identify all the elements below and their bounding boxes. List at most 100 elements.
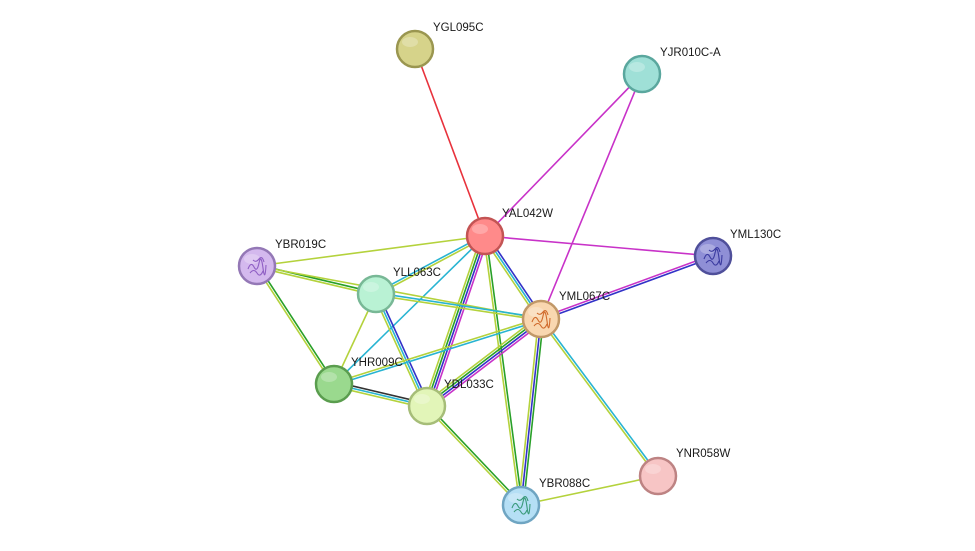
node-circle[interactable] xyxy=(395,29,435,69)
edge-evidence-line xyxy=(256,235,486,267)
edge-ybr019c-yhr009c[interactable] xyxy=(255,264,336,386)
node-ydl033c[interactable]: YDL033C xyxy=(407,379,494,426)
edge-evidence-line xyxy=(255,266,334,386)
edge-yml067c-ynr058w[interactable] xyxy=(539,317,660,478)
edge-evidence-line xyxy=(424,315,540,404)
node-circle[interactable] xyxy=(521,299,561,339)
node-gloss xyxy=(414,394,430,404)
edge-ydl033c-ybr088c[interactable] xyxy=(425,404,523,507)
node-label: YGL095C xyxy=(433,22,484,34)
node-ygl095c[interactable]: YGL095C xyxy=(395,22,484,69)
edge-yjr010c-a-yml067c[interactable] xyxy=(540,73,643,320)
edge-evidence-line xyxy=(425,406,521,507)
node-ybr019c[interactable]: YBR019C xyxy=(237,239,326,286)
node-ynr058w[interactable]: YNR058W xyxy=(638,448,730,496)
edge-evidence-line xyxy=(427,404,523,505)
node-yml067c[interactable]: YML067C xyxy=(521,291,610,339)
edge-evidence-line xyxy=(540,73,643,320)
node-label: YBR088C xyxy=(539,478,590,490)
edge-yal042w-ydl033c[interactable] xyxy=(422,234,490,408)
node-gloss xyxy=(363,282,379,292)
node-label: YAL042W xyxy=(502,208,553,220)
node-gloss xyxy=(528,307,544,317)
edge-ynr058w-ybr088c[interactable] xyxy=(520,475,659,506)
edge-evidence-line xyxy=(376,236,486,296)
edge-yll063c-yml067c[interactable] xyxy=(375,292,542,321)
node-circle[interactable] xyxy=(356,274,396,314)
edge-evidence-line xyxy=(377,292,430,406)
node-layer: YGL095C YJR010C-A YAL042W YML130C YBR019C YLL… xyxy=(237,22,781,525)
edge-evidence-line xyxy=(376,292,542,319)
edge-evidence-line xyxy=(539,319,658,478)
node-yml130c[interactable]: YML130C xyxy=(693,229,781,276)
edge-evidence-line xyxy=(485,235,523,505)
node-gloss xyxy=(508,493,524,503)
node-label: YBR019C xyxy=(275,239,326,251)
edge-yal042w-ybr019c[interactable] xyxy=(256,235,486,267)
edge-yml067c-yhr009c[interactable] xyxy=(333,317,542,386)
node-circle[interactable] xyxy=(407,386,447,426)
edge-yal042w-yhr009c[interactable] xyxy=(333,235,486,385)
node-gloss xyxy=(321,372,337,382)
edge-layer xyxy=(255,48,714,507)
edge-evidence-line xyxy=(257,264,336,384)
node-gloss xyxy=(402,37,418,47)
edge-evidence-line xyxy=(517,318,540,505)
node-label: YML130C xyxy=(730,229,781,241)
edge-evidence-line xyxy=(484,235,714,257)
node-gloss xyxy=(629,62,645,72)
node-yll063c[interactable]: YLL063C xyxy=(356,267,441,314)
edge-evidence-line xyxy=(520,475,659,506)
node-gloss xyxy=(244,254,260,264)
edge-evidence-line xyxy=(541,317,660,476)
edge-evidence-line xyxy=(483,236,521,506)
edge-evidence-line xyxy=(256,266,376,296)
edge-yal042w-yml130c[interactable] xyxy=(484,235,714,257)
edge-yal042w-yll063c[interactable] xyxy=(375,234,486,296)
node-yal042w[interactable]: YAL042W xyxy=(465,208,553,256)
node-circle[interactable] xyxy=(693,236,733,276)
edge-evidence-line xyxy=(540,254,713,319)
edge-yml067c-yml130c[interactable] xyxy=(540,254,714,321)
edge-evidence-line xyxy=(375,294,541,321)
edge-yll063c-ydl033c[interactable] xyxy=(373,292,430,408)
node-circle[interactable] xyxy=(501,485,541,525)
node-label: YML067C xyxy=(559,291,610,303)
edge-evidence-line xyxy=(428,321,544,410)
node-yjr010c-a[interactable]: YJR010C-A xyxy=(622,47,721,94)
edge-evidence-line xyxy=(375,234,485,294)
edge-evidence-line xyxy=(484,73,643,237)
protein-structure-icon xyxy=(703,247,723,266)
edge-evidence-line xyxy=(333,317,541,384)
edge-evidence-line xyxy=(427,236,487,407)
edge-yjr010c-a-yal042w[interactable] xyxy=(484,73,643,237)
node-ybr088c[interactable]: YBR088C xyxy=(501,478,590,525)
node-circle[interactable] xyxy=(622,54,662,94)
node-circle[interactable] xyxy=(237,246,277,286)
node-yhr009c[interactable]: YHR009C xyxy=(314,357,403,404)
edge-evidence-line xyxy=(520,318,542,506)
edge-evidence-line xyxy=(541,256,714,321)
node-label: YDL033C xyxy=(444,379,494,391)
edge-evidence-line xyxy=(425,235,485,406)
node-gloss xyxy=(472,224,488,234)
edge-evidence-line xyxy=(429,236,490,408)
edge-evidence-line xyxy=(427,319,543,408)
edge-evidence-line xyxy=(425,317,541,406)
node-circle[interactable] xyxy=(638,456,678,496)
edge-yml067c-ybr088c[interactable] xyxy=(517,318,545,506)
node-circle[interactable] xyxy=(465,216,505,256)
edge-evidence-line xyxy=(414,48,486,237)
protein-structure-icon xyxy=(511,496,531,515)
node-circle[interactable] xyxy=(314,364,354,404)
edge-yal042w-ybr088c[interactable] xyxy=(483,235,523,506)
edge-evidence-line xyxy=(333,235,486,385)
edge-ygl095c-yal042w[interactable] xyxy=(414,48,486,237)
edge-evidence-line xyxy=(373,294,426,408)
edge-evidence-line xyxy=(334,319,542,386)
edge-yml067c-ydl033c[interactable] xyxy=(424,315,544,410)
edge-evidence-line xyxy=(422,234,483,406)
edge-evidence-line xyxy=(522,319,545,506)
node-label: YJR010C-A xyxy=(660,47,721,59)
